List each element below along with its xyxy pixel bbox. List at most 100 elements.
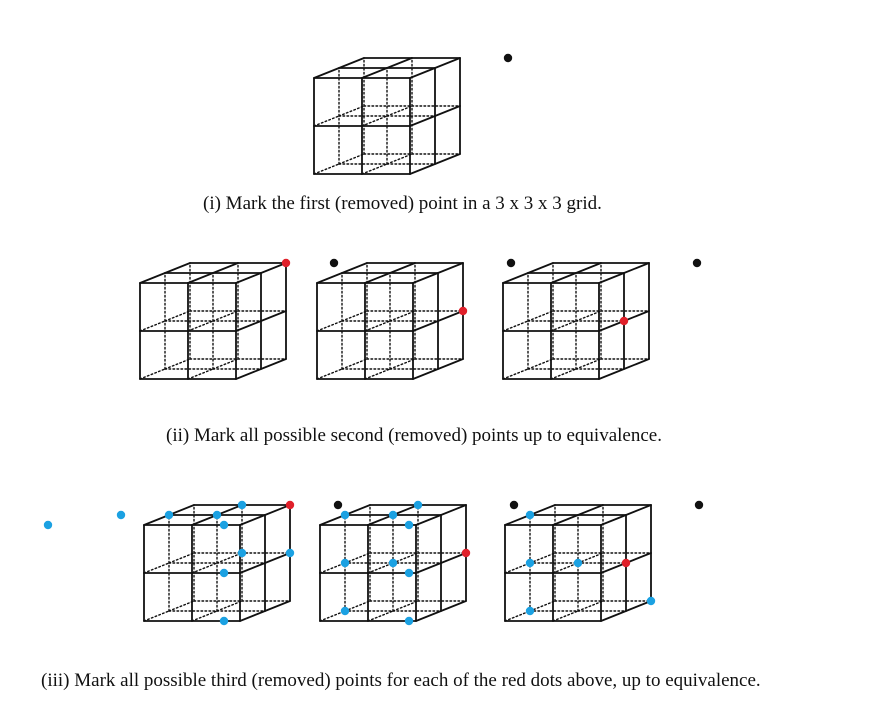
cube-edge (260, 310, 287, 322)
cube-hidden-edge (187, 368, 214, 380)
cube-row2-3 (502, 258, 702, 380)
cube-hidden-edge (577, 552, 604, 564)
third-removed-point (219, 520, 229, 530)
cube-edge (437, 358, 464, 370)
cube-edge (598, 320, 625, 332)
cube-hidden-edge (364, 368, 391, 380)
cube-edge (412, 368, 439, 380)
first-removed-point (509, 500, 519, 510)
cube-edge (191, 514, 218, 526)
cube-hidden-edge (389, 310, 416, 322)
cube-hidden-edge (575, 310, 602, 322)
cube-row3-1 (43, 500, 343, 622)
cube-edge (392, 504, 419, 516)
third-removed-point (404, 568, 414, 578)
cube-edge (367, 514, 394, 526)
third-removed-point (525, 606, 535, 616)
cube-hidden-edge (143, 610, 170, 622)
first-removed-point (503, 53, 513, 63)
cube-edge (415, 514, 442, 526)
second-removed-point (619, 316, 629, 326)
third-removed-point (340, 510, 350, 520)
cube-hidden-edge (575, 358, 602, 370)
first-removed-point (694, 500, 704, 510)
third-removed-point (237, 548, 247, 558)
cube-edge (239, 610, 266, 622)
first-removed-point (692, 258, 702, 268)
cube-hidden-edge (341, 310, 368, 322)
cube-hidden-edge (389, 358, 416, 370)
third-removed-point (164, 510, 174, 520)
cube-hidden-edge (504, 610, 531, 622)
cube-hidden-edge (139, 368, 166, 380)
cube-edge (313, 67, 340, 79)
third-removed-point (525, 558, 535, 568)
cube-edge (552, 514, 579, 526)
second-removed-point (458, 306, 468, 316)
cube-row2-1 (139, 258, 339, 380)
cube-edge (412, 320, 439, 332)
cube-hidden-edge (527, 358, 554, 370)
cube-edge (529, 504, 556, 516)
cube-edge (412, 272, 439, 284)
cube-edge (235, 320, 262, 332)
second-removed-point (281, 258, 291, 268)
cube-edge (600, 514, 627, 526)
cube-hidden-edge (552, 610, 579, 622)
cube-edge (440, 552, 467, 564)
third-removed-point (388, 558, 398, 568)
cube-hidden-edge (216, 552, 243, 564)
cube-hidden-edge (139, 320, 166, 332)
cube-hidden-edge (550, 320, 577, 332)
third-removed-point (646, 596, 656, 606)
first-removed-point (506, 258, 516, 268)
cube-hidden-edge (577, 600, 604, 612)
third-removed-point (573, 558, 583, 568)
third-removed-point (285, 548, 295, 558)
cube-hidden-edge (338, 105, 365, 117)
third-removed-point (212, 510, 222, 520)
cube-hidden-edge (212, 310, 239, 322)
cube-edge (598, 368, 625, 380)
cube-row1 (313, 53, 513, 175)
cube-edge (338, 57, 365, 69)
cube-hidden-edge (527, 310, 554, 322)
cube-edge (577, 504, 604, 516)
cube-edge (319, 514, 346, 526)
cube-edge (264, 600, 291, 612)
cube-edge (437, 262, 464, 274)
cube-hidden-edge (550, 368, 577, 380)
cube-edge (434, 105, 461, 117)
cube-hidden-edge (316, 368, 343, 380)
cube-hidden-edge (552, 562, 579, 574)
cube-edge (187, 272, 214, 284)
cube-hidden-edge (187, 320, 214, 332)
cube-hidden-edge (319, 562, 346, 574)
cube-edge (575, 262, 602, 274)
cube-edge (623, 310, 650, 322)
cube-edge (389, 262, 416, 274)
cube-edge (600, 562, 627, 574)
cube-hidden-edge (316, 320, 343, 332)
cube-edge (409, 67, 436, 79)
cube-edge (600, 610, 627, 622)
third-removed-point (219, 568, 229, 578)
cube-hidden-edge (216, 600, 243, 612)
third-removed-point (525, 510, 535, 520)
cube-hidden-edge (367, 610, 394, 622)
cube-edge (260, 262, 287, 274)
cube-hidden-edge (344, 552, 371, 564)
cube-hidden-edge (361, 115, 388, 127)
cube-edge (264, 552, 291, 564)
cube-hidden-edge (191, 610, 218, 622)
cube-edge (440, 600, 467, 612)
third-removed-point (413, 500, 423, 510)
cube-edge (216, 504, 243, 516)
cube-hidden-edge (392, 552, 419, 564)
cube-edge (598, 272, 625, 284)
third-removed-point (340, 558, 350, 568)
cube-edge (168, 504, 195, 516)
cube-hidden-edge (504, 562, 531, 574)
third-removed-point (388, 510, 398, 520)
